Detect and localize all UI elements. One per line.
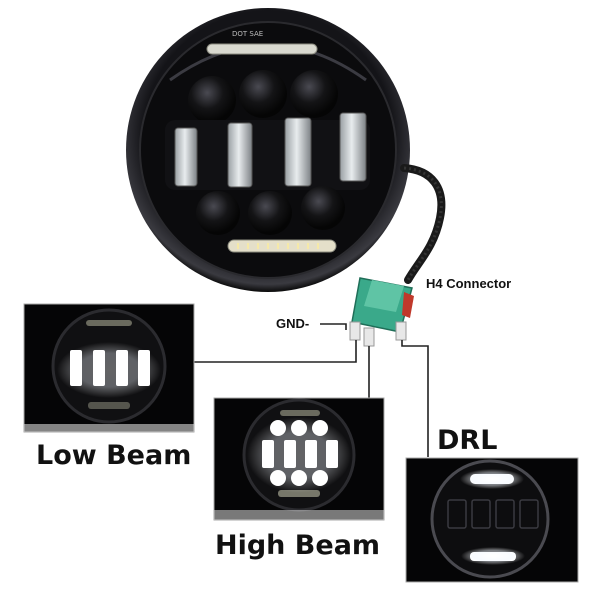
ground-leader [320, 323, 347, 330]
dot-marking: DOT SAE [232, 30, 263, 38]
drl-strip-bottom [227, 239, 337, 253]
low-beam-label: Low Beam [36, 440, 192, 471]
high-beam-lit-leds [262, 420, 338, 486]
low-beam-photo [23, 303, 195, 433]
h4-connector [349, 277, 414, 347]
drl-leader [401, 340, 429, 457]
drl-strip-top [206, 43, 318, 55]
high-beam-leds [174, 112, 367, 188]
ground-label: GND- [276, 316, 310, 331]
wire-harness [400, 164, 446, 284]
h4-connector-label: H4 Connector [426, 276, 512, 291]
low-beam-lit-leds [70, 350, 150, 386]
led-band [165, 120, 370, 190]
drl-photo [405, 457, 579, 583]
projector-row-bottom [196, 186, 345, 235]
main-headlight: DOT SAE [126, 8, 410, 292]
low-beam-leader [194, 340, 357, 363]
high-beam-label: High Beam [215, 530, 381, 561]
high-beam-photo [213, 397, 385, 521]
drl-label: DRL [437, 425, 498, 456]
projector-row-top [188, 70, 338, 124]
leader-lines [194, 323, 429, 457]
